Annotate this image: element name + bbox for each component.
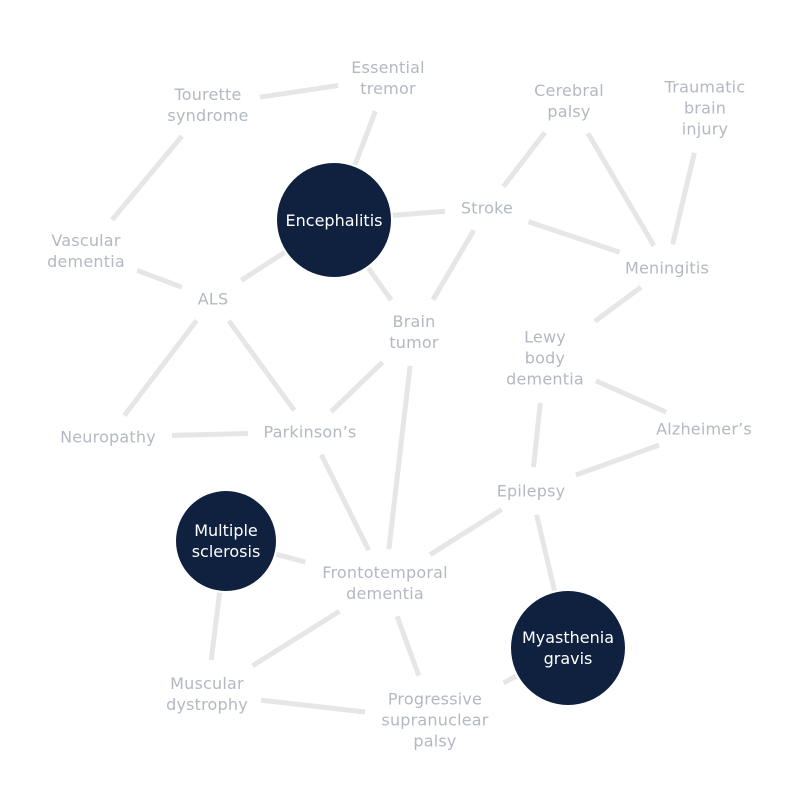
edge-tbi-meningitis [670,152,697,245]
node-parkinsons: Parkinson’s [263,422,357,442]
edge-layer [110,83,697,715]
edge-parkinsons-ftd [319,453,371,552]
edge-vascular-dementia-als [136,268,183,290]
node-tourette: Tourette syndrome [167,85,249,125]
edge-stroke-brain-tumor [430,229,476,301]
node-encephalitis: Encephalitis [277,163,391,277]
node-multiple-sclerosis: Multiple sclerosis [176,491,276,591]
node-epilepsy: Epilepsy [496,481,566,501]
node-psp: Progressive supranuclear palsy [381,689,489,751]
node-neuropathy: Neuropathy [60,427,156,447]
node-alzheimers: Alzheimer’s [656,419,752,439]
edge-meningitis-lewy-body [593,285,643,324]
node-stroke: Stroke [460,198,514,218]
edge-epilepsy-ftd [428,507,504,557]
node-myasthenia: Myasthenia gravis [511,591,625,705]
edge-multiple-sclerosis-ftd [275,551,307,565]
edge-epilepsy-myasthenia [534,514,557,592]
edge-tourette-vascular-dementia [110,134,184,222]
edge-lewy-body-alzheimers [594,378,668,415]
edge-als-neuropathy [122,318,199,418]
node-tbi: Traumatic brain injury [664,77,746,139]
edge-tourette-essential-tremor [259,83,339,100]
edge-encephalitis-als [240,250,286,283]
node-muscular-dystrophy: Muscular dystrophy [166,674,248,714]
edge-lewy-body-epilepsy [531,402,543,468]
edge-neuropathy-parkinsons [171,431,249,438]
node-lewy-body: Lewy body dementia [506,327,584,389]
node-brain-tumor: Brain tumor [389,312,439,352]
edge-encephalitis-stroke [392,208,446,218]
node-vascular-dementia: Vascular dementia [47,231,125,271]
edge-muscular-dystrophy-psp [260,697,366,715]
node-essential-tremor: Essential tremor [351,58,425,98]
node-cerebral-palsy: Cerebral palsy [534,81,604,121]
edge-encephalitis-brain-tumor [366,266,394,302]
node-meningitis: Meningitis [624,258,710,278]
edge-brain-tumor-parkinsons [329,360,385,414]
edge-psp-myasthenia [502,673,518,686]
edge-essential-tremor-encephalitis [352,110,378,166]
edge-ftd-psp [394,615,422,677]
edge-brain-tumor-ftd [386,365,413,550]
edge-stroke-meningitis [527,219,621,255]
node-ftd: Frontotemporal dementia [322,563,448,603]
edge-als-parkinsons [226,319,297,412]
edge-multiple-sclerosis-muscular-dystrophy [208,592,223,661]
edge-ftd-muscular-dystrophy [251,609,341,668]
edge-cerebral-palsy-stroke [501,130,547,189]
node-als: ALS [197,289,229,309]
edge-cerebral-palsy-meningitis [585,132,657,247]
edge-alzheimers-epilepsy [574,442,661,478]
